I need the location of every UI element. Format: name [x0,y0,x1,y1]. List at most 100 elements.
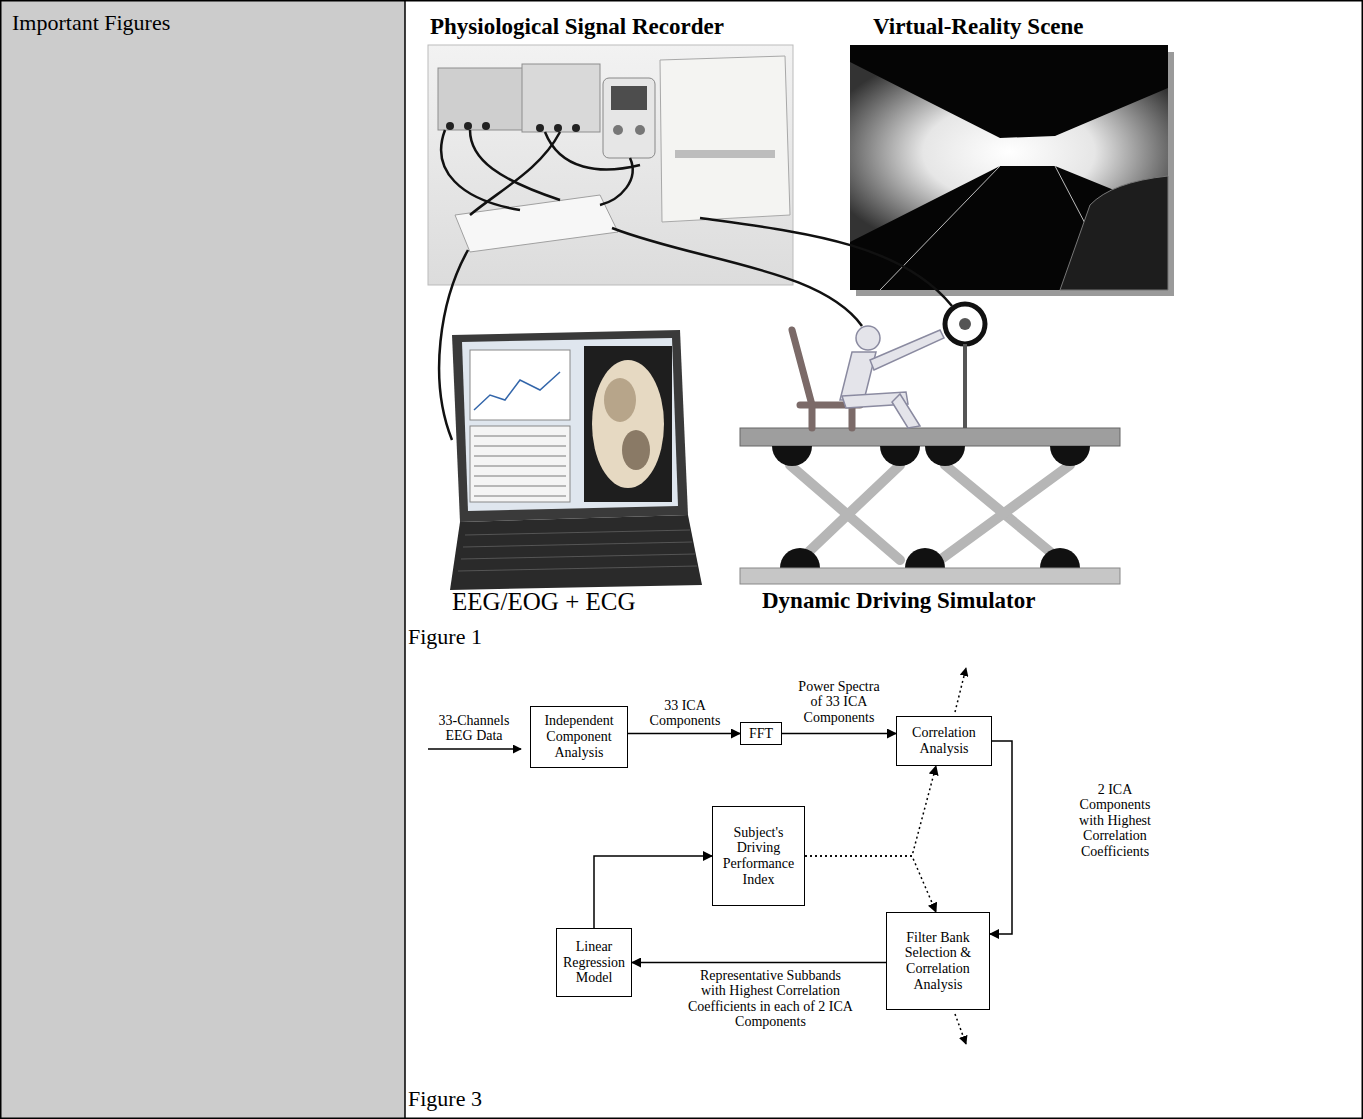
vr-scene-photo [1060,176,1168,290]
driving-simulator-drawing [780,548,820,568]
driving-simulator-drawing [856,326,880,350]
table-grid [404,0,406,1119]
vr-scene-photo [850,45,1168,290]
laptop-photo [465,530,690,535]
connector-arrow [782,733,896,735]
text-label: Dynamic Driving Simulator [762,588,1035,614]
dotted-extension [955,1014,966,1044]
laptop-photo [622,430,650,470]
recorder-photo [441,130,520,210]
signal-cable [439,250,468,440]
driving-simulator-drawing [772,446,1090,568]
laptop-photo [458,566,697,571]
recorder-photo [428,45,793,285]
edge-label: Representative Subbands with Highest Cor… [688,968,853,1030]
laptop-photo [474,496,566,497]
text-label: Figure 3 [408,1086,482,1111]
recorder-photo [613,125,623,135]
laptop-photo [474,486,566,487]
process-box: Subject's Driving Performance Index [712,806,805,906]
driving-simulator-drawing [790,465,1070,560]
laptop-photo [450,330,702,590]
laptop-photo [452,330,688,522]
driving-simulator-drawing [945,304,985,344]
laptop-photo [474,372,560,410]
text-label: Virtual-Reality Scene [873,14,1084,40]
signal-cable [612,228,862,326]
recorder-photo [635,125,645,135]
box-text: FFT [749,726,773,742]
recorder-photo [464,122,472,130]
driving-simulator-drawing [792,330,812,405]
driving-simulator-drawing [925,446,965,466]
text-label: Figure 1 [408,624,482,649]
driving-simulator-drawing [772,446,812,466]
box-text: Subject's Driving Performance Index [716,825,801,888]
box-content: Filter Bank Selection & Correlation Anal… [890,930,986,993]
laptop-photo [604,378,636,422]
recorder-photo [482,122,490,130]
connector-arrow [632,962,886,964]
box-content: FFT [749,726,773,742]
recorder-photo [603,78,655,158]
recorder-photo [446,122,454,130]
process-box: Linear Regression Model [556,928,632,997]
driving-simulator-drawing [800,465,900,560]
table-grid [1,1,405,1118]
vr-scene-photo [880,166,1000,290]
driving-simulator-drawing [740,568,1120,584]
driving-simulator-drawing [963,344,967,428]
dotted-extension [955,668,966,712]
box-text: Linear Regression Model [560,939,628,986]
box-content: Subject's Driving Performance Index [716,825,801,888]
recorder-photo [438,68,524,130]
process-box: FFT [740,722,782,745]
driving-simulator-drawing [790,465,900,560]
signal-cable [439,218,952,440]
laptop-photo [462,338,678,511]
recorder-photo [470,132,560,215]
driving-simulator-drawing [1050,446,1090,466]
recorder-photo [522,64,600,132]
edge-label: 33 ICA Components [645,698,725,729]
vr-scene-photo [856,290,1174,296]
box-content: Correlation Analysis [900,725,988,756]
connector-arrow [805,766,936,856]
driving-simulator-drawing [1040,548,1080,568]
driving-simulator-drawing [870,330,944,370]
edge-label: 2 ICA Components with Highest Correlatio… [1070,782,1160,859]
box-text: Independent Component Analysis [534,713,624,760]
laptop-photo [470,426,570,502]
laptop-photo [474,436,566,437]
connector-arrow [990,741,1012,934]
connector-arrow [628,733,740,735]
connector-arrow [805,856,936,912]
laptop-photo [461,554,695,559]
driving-simulator-drawing [905,548,945,568]
recorder-photo [428,45,793,285]
recorder-photo [572,124,580,132]
signal-cable [700,218,952,306]
text-label: Important Figures [12,10,170,35]
laptop-photo [458,530,697,571]
text-label: 33-Channels EEG Data [428,713,520,744]
recorder-photo [660,56,790,222]
laptop-photo [450,515,702,590]
laptop-photo [463,542,692,547]
input-arrow [428,749,521,750]
driving-simulator-drawing [740,428,1120,446]
laptop-photo [474,446,566,447]
connector-arrow [594,856,712,928]
laptop-photo [474,436,566,496]
recorder-photo [470,130,560,200]
box-content: Independent Component Analysis [534,713,624,760]
driving-simulator-drawing [880,446,920,466]
recorder-photo [611,86,647,110]
recorder-photo [446,122,580,132]
driving-simulator-drawing [740,304,1120,584]
process-box: Filter Bank Selection & Correlation Anal… [886,912,990,1010]
recorder-photo [600,158,633,205]
